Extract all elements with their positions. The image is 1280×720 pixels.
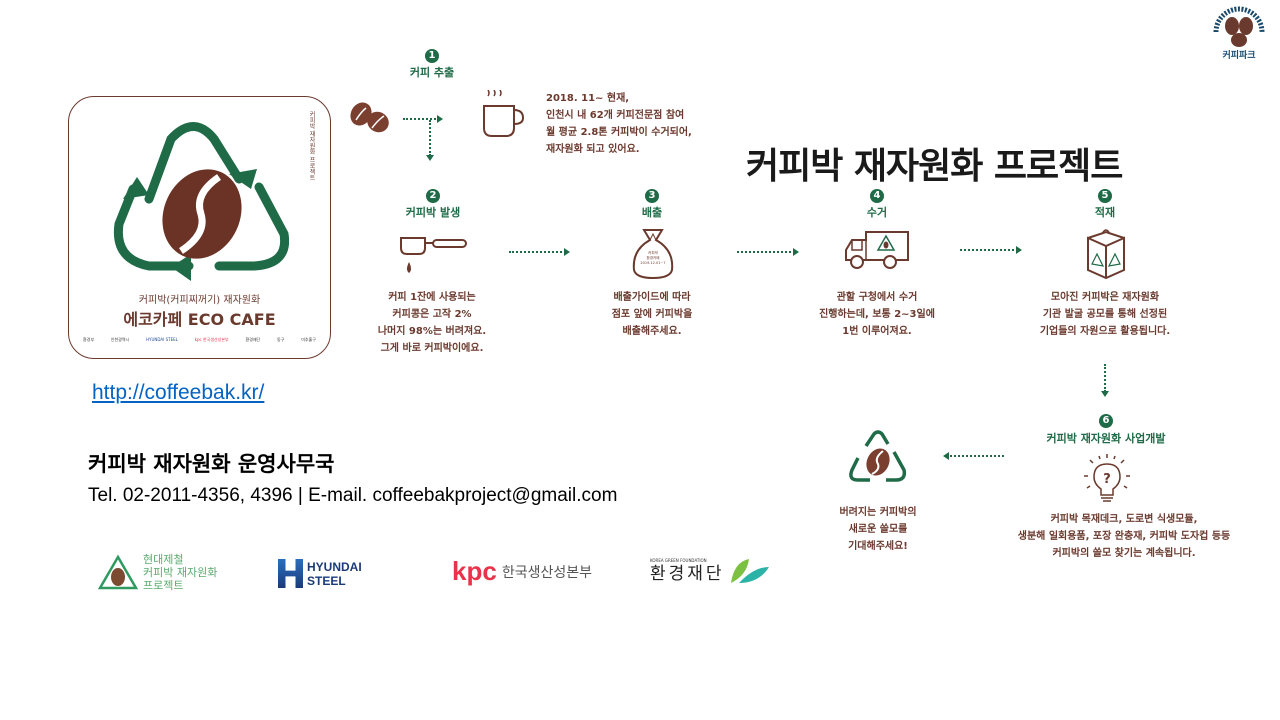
desc-line: 1번 이루어져요. (842, 326, 912, 337)
sponsor: 환경부 (83, 337, 95, 342)
step-1-number: 1 (425, 49, 439, 63)
desc-line: 새로운 쓸모를 (848, 524, 908, 535)
step-4-number: 4 (870, 189, 884, 203)
partner-hyundai-steel: HYUNDAI STEEL (278, 559, 362, 588)
desc-line: 2018. 11~ 현재, (546, 93, 630, 104)
coffee-cup-icon (483, 90, 525, 137)
kgf-text: 환경재단 (650, 564, 725, 584)
sponsor: 인천광역시 (110, 337, 130, 342)
coffee-beans-icon (350, 102, 389, 133)
step-6-label: 커피박 재자원화 사업개발 (1046, 432, 1166, 445)
sponsor: HYUNDAI STEEL (146, 337, 178, 342)
hyundai-h-icon (278, 559, 303, 588)
desc-line: 배출가이드에 따라 (613, 292, 691, 303)
desc-line: 재자원화 되고 있어요. (546, 144, 640, 155)
card-sponsors: 환경부 인천광역시 HYUNDAI STEEL kpc 한국생산성본부 환경재단… (83, 337, 316, 342)
step-2-label: 커피박 발생 (405, 206, 461, 219)
partner-line: 커피박 재자원화 (143, 566, 218, 579)
leaf-icon (730, 559, 769, 583)
flow-arrow (737, 248, 799, 256)
recycle-bean-icon (849, 430, 907, 482)
desc-line: 그게 바로 커피박이에요. (380, 343, 484, 354)
desc-line: 배출해주세요. (622, 326, 682, 337)
desc-line: 커피콩은 고작 2% (392, 309, 472, 320)
desc-line: 커피박의 쓸모 찾기는 계속됩니다. (1052, 548, 1196, 559)
card-vertical-text: 커피박 재자원화 프로젝트 (308, 111, 315, 181)
eco-cafe-card: 커피박 재자원화 프로젝트 커피박(커피찌꺼기) 재자원화 에코카페 ECO C… (68, 96, 331, 359)
step-4-description: 관할 구청에서 수거 진행하는데, 보통 2~3일에 1번 이루어져요. (797, 289, 957, 340)
desc-line: 모아진 커피박은 재자원화 (1050, 292, 1160, 303)
desc-line: 진행하는데, 보통 2~3일에 (819, 309, 935, 320)
step-2-number: 2 (426, 189, 440, 203)
storage-bag-icon (1087, 229, 1125, 280)
step-3-number: 3 (645, 189, 659, 203)
step-6-description: 커피박 목재데크, 도로변 식생모듈, 생분해 일회용품, 포장 완충재, 커피… (988, 511, 1260, 562)
recycle-bean-icon (113, 122, 289, 281)
website-link[interactable]: http://coffeebak.kr/ (92, 381, 265, 404)
step-1-label: 커피 추출 (409, 66, 455, 79)
step-5-description: 모아진 커피박은 재자원화 기관 발굴 공모를 통해 선정된 기업들의 자원으로… (1015, 289, 1195, 340)
desc-line: 기대해주세요! (848, 541, 908, 552)
step-5-label: 적재 (1094, 206, 1116, 219)
kpc-text: 한국생산성본부 (501, 564, 592, 581)
step-1-description: 2018. 11~ 현재, 인천시 내 62개 커피전문점 참여 월 평균 2.… (546, 90, 692, 158)
desc-line: 커피 1잔에 사용되는 (388, 292, 476, 303)
desc-line: 버려지는 커피박의 (839, 507, 917, 518)
sponsor: 환경재단 (245, 337, 261, 342)
desc-line: 커피박 목재데크, 도로변 식생모듈, (1050, 514, 1198, 525)
flow-arrow-down (1101, 364, 1109, 397)
desc-line: 점포 앞에 커피박을 (611, 309, 693, 320)
sponsor: 동구 (277, 337, 285, 342)
final-description: 버려지는 커피박의 새로운 쓸모를 기대해주세요! (808, 504, 948, 555)
step-3-description: 배출가이드에 따라 점포 앞에 커피박을 배출해주세요. (572, 289, 732, 340)
kpc-mark: kpc (452, 556, 497, 586)
bag-text: 커피박 (648, 251, 658, 255)
office-name: 커피박 재자원화 운영사무국 (88, 452, 335, 476)
waste-bag-icon: 커피박 환경카페 2019.12.01~7 (630, 228, 676, 280)
office-contact: Tel. 02-2011-4356, 4396 | E-mail. coffee… (88, 485, 618, 506)
step-5-number: 5 (1098, 189, 1112, 203)
desc-line: 인천시 내 62개 커피전문점 참여 (546, 110, 685, 121)
lightbulb-idea-icon: ? (1084, 454, 1130, 502)
partner-line: STEEL (307, 573, 346, 588)
desc-line: 기업들의 자원으로 활용됩니다. (1039, 326, 1171, 337)
step-3-label: 배출 (641, 206, 663, 219)
partner-line: 현대제철 (143, 553, 184, 566)
partner-korea-green-foundation: KOREA GREEN FOUNDATION 환경재단 (650, 557, 769, 585)
desc-line: 기관 발굴 공모를 통해 선정된 (1042, 309, 1168, 320)
svg-text:커피파크: 커피파크 (1222, 49, 1255, 61)
partner-line: 프로젝트 (143, 579, 184, 592)
svg-text:?: ? (1103, 472, 1111, 487)
kgf-small-text: KOREA GREEN FOUNDATION (650, 558, 707, 563)
flow-arrow-down (426, 120, 434, 161)
step-6-number: 6 (1099, 414, 1113, 428)
portafilter-icon (400, 237, 467, 273)
step-2-description: 커피 1잔에 사용되는 커피콩은 고작 2% 나머지 98%는 버려져요. 그게… (352, 289, 512, 357)
recycle-bean-icon (97, 554, 139, 589)
coffeepark-logo: 커피파크 (1208, 4, 1270, 62)
sponsor: kpc 한국생산성본부 (194, 337, 229, 342)
bag-text: 2019.12.01~7 (640, 261, 666, 265)
step-4-label: 수거 (866, 206, 888, 219)
card-subtitle: 커피박(커피찌꺼기) 재자원화 (138, 295, 261, 306)
flow-arrow (960, 246, 1022, 254)
desc-line: 생분해 일회용품, 포장 완충재, 커피박 도자컵 등등 (1017, 531, 1231, 542)
page-title: 커피박 재자원화 프로젝트 (746, 146, 1123, 187)
desc-line: 나머지 98%는 버려져요. (377, 326, 487, 337)
sponsor: 미추홀구 (301, 337, 316, 342)
partner-kpc: kpc 한국생산성본부 (452, 556, 592, 587)
partner-hyundai-coffee: 현대제철 커피박 재자원화 프로젝트 (97, 553, 217, 592)
flow-arrow (509, 248, 570, 256)
bag-text: 환경카페 (646, 256, 660, 260)
flow-arrow (403, 115, 443, 123)
partner-line: HYUNDAI (307, 559, 362, 574)
collection-truck-icon (845, 231, 909, 269)
card-title: 에코카페 ECO CAFE (123, 310, 276, 329)
desc-line: 월 평균 2.8톤 커피박이 수거되어, (546, 127, 692, 138)
desc-line: 관할 구청에서 수거 (836, 292, 918, 303)
flow-arrow-left (943, 452, 1004, 460)
